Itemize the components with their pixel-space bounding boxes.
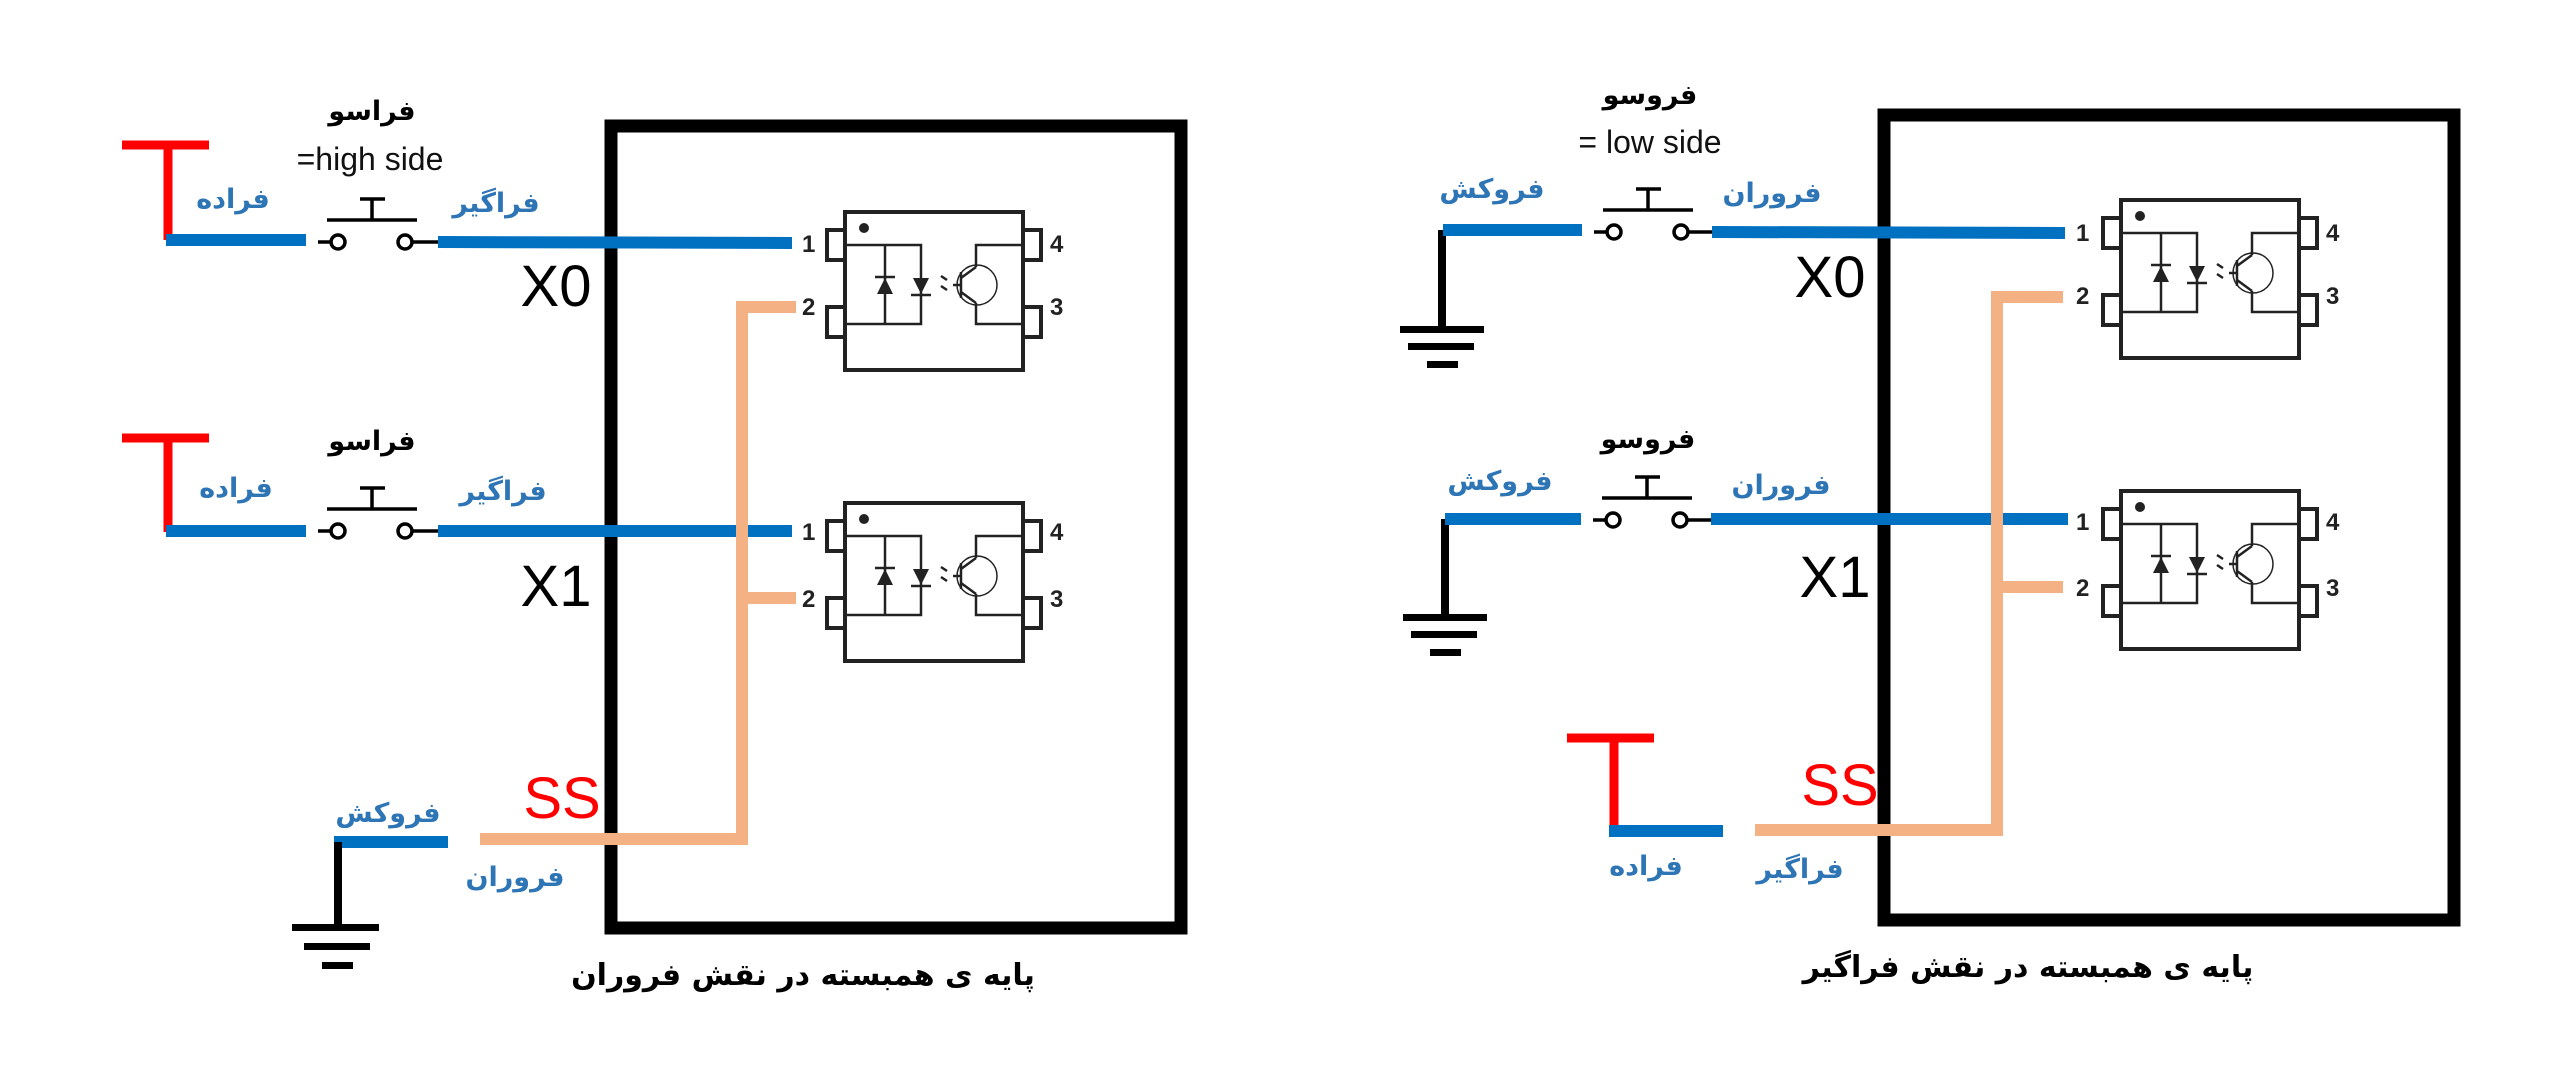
sink-label: فراگیر: [450, 187, 539, 219]
switch-side-title: فروسو: [1601, 80, 1698, 111]
common-terminal-label: فروران: [465, 862, 564, 893]
input-name: X1: [521, 554, 592, 619]
ground-icon: [1400, 230, 1484, 368]
push-button-switch-icon[interactable]: [316, 486, 440, 540]
input-wire: [437, 236, 793, 249]
common-source-label: فراده: [1609, 851, 1683, 882]
pin-label: 2: [802, 586, 815, 613]
push-button-switch-icon[interactable]: [1592, 187, 1716, 241]
switch-side-alias: = low side: [1578, 124, 1721, 160]
input-row-x1: فروسو فروکش فروران X1: [1403, 424, 2068, 656]
input-name: X0: [521, 254, 592, 319]
optocoupler-icon: [825, 501, 1043, 663]
input-name: X1: [1800, 545, 1871, 610]
optocoupler-x1: 1 2 3 4: [2076, 489, 2340, 651]
pin-label: 3: [2326, 575, 2339, 602]
common-name: SS: [1801, 753, 1878, 818]
pin-label: 4: [1050, 519, 1064, 546]
pin-label: 3: [1050, 586, 1063, 613]
sink-label: فراگیر: [457, 475, 546, 507]
input-name: X0: [1795, 245, 1866, 310]
pin-label: 3: [1050, 294, 1063, 321]
pin-label: 1: [802, 231, 815, 258]
pin-label: 4: [2326, 220, 2340, 247]
switch-side-alias: =high side: [297, 141, 444, 177]
pin-label: 4: [2326, 509, 2340, 536]
optocoupler-icon: [2101, 489, 2319, 651]
input-row-x1: فراسو فراده فراگیر X1: [122, 426, 792, 619]
common-wire: [1755, 291, 2063, 836]
push-button-switch-icon[interactable]: [316, 197, 440, 251]
pin-label: 2: [2076, 283, 2089, 310]
switch-title: فراسو: [326, 426, 415, 457]
switch-title: فروسو: [1599, 424, 1696, 455]
source-label: فراده: [199, 473, 273, 504]
pin-label: 1: [802, 519, 815, 546]
optocoupler-x0: 1 2 3 4: [802, 210, 1064, 372]
switch-side-title: فراسو: [326, 96, 415, 127]
supply-positive-icon: [1567, 733, 1654, 830]
pin-label: 2: [802, 294, 815, 321]
pin-label: 1: [2076, 509, 2089, 536]
common-wire: [480, 301, 796, 845]
common-terminal-ss: SS فروران فروکش: [292, 301, 796, 969]
diagram-caption: پایه ی همبسته در نقش فراگیر: [1801, 949, 2254, 985]
sink-label: فروران: [1731, 470, 1830, 501]
sink-label: فروران: [1722, 178, 1821, 209]
pin-label: 2: [2076, 575, 2089, 602]
input-wire: [1711, 226, 2066, 239]
diagram-sourcing-common: فروسو = low side فروکش فروران X0 فروسو ف…: [1400, 80, 2461, 985]
source-label: فروکش: [1439, 174, 1544, 205]
push-button-switch-icon[interactable]: [1591, 475, 1715, 529]
common-terminal-label: فراگیر: [1754, 853, 1843, 885]
input-row-x0: فراسو =high side فراده فراگیر X0: [122, 96, 793, 319]
source-label: فروکش: [1447, 466, 1552, 497]
optocoupler-icon: [825, 210, 1043, 372]
pin-label: 3: [2326, 283, 2339, 310]
common-name: SS: [523, 766, 600, 831]
pin-label: 4: [1050, 231, 1064, 258]
optocoupler-x1: 1 2 3 4: [802, 501, 1064, 663]
common-terminal-ss: SS فراگیر فراده: [1567, 291, 2063, 885]
ground-icon: [1403, 519, 1487, 656]
pin-label: 1: [2076, 220, 2089, 247]
optocoupler-icon: [2101, 198, 2319, 360]
ground-icon: [292, 842, 379, 969]
source-label: فراده: [196, 184, 270, 215]
optocoupler-x0: 1 2 3 4: [2076, 198, 2340, 360]
common-source-label: فروکش: [335, 798, 440, 829]
diagram-sinking-common: فراسو =high side فراده فراگیر X0 فراسو ف…: [122, 96, 1188, 993]
diagram-caption: پایه ی همبسته در نقش فروران: [571, 958, 1035, 993]
input-row-x0: فروسو = low side فروکش فروران X0: [1400, 80, 2066, 368]
